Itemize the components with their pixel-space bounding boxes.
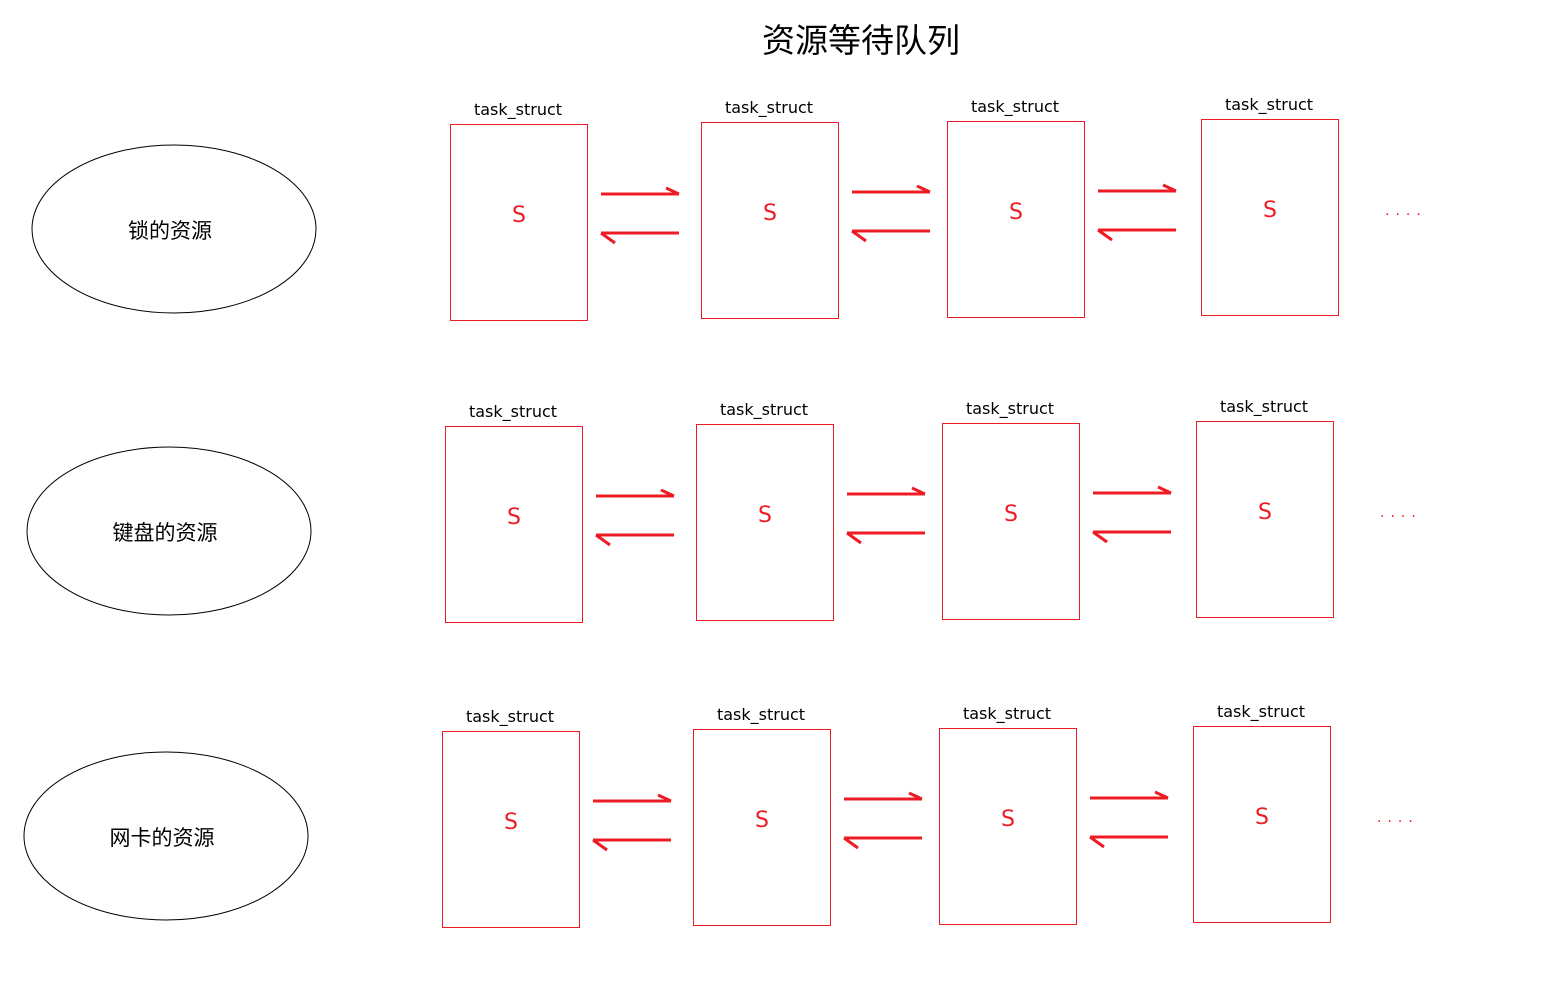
continuation-dots: .... [1380, 505, 1422, 521]
node-content: S [1004, 502, 1018, 527]
node-content: S [1009, 200, 1023, 225]
task-struct-node: S [693, 729, 831, 926]
task-struct-node: S [942, 423, 1080, 620]
bidirectional-link-arrows [600, 186, 680, 245]
node-content: S [755, 808, 769, 833]
task-struct-label: task_struct [719, 400, 809, 419]
task-struct-node: S [1193, 726, 1331, 923]
node-content: S [758, 503, 772, 528]
task-struct-node: S [1201, 119, 1339, 316]
next-arrow [596, 488, 675, 498]
prev-arrow [1092, 530, 1171, 544]
task-struct-label: task_struct [716, 705, 806, 724]
next-arrow [844, 791, 923, 801]
next-arrow [1098, 183, 1177, 193]
node-content: S [1258, 500, 1272, 525]
task-struct-label: task_struct [1216, 702, 1306, 721]
next-arrow [1093, 485, 1172, 495]
task-struct-label: task_struct [468, 402, 558, 421]
prev-arrow [1089, 835, 1168, 849]
task-struct-label: task_struct [965, 399, 1055, 418]
prev-arrow [1097, 228, 1176, 242]
bidirectional-link-arrows [846, 486, 926, 545]
resource-ellipse [26, 446, 312, 616]
resource-ellipse [23, 751, 309, 921]
node-content: S [512, 203, 526, 228]
prev-arrow [851, 229, 930, 243]
resource-label: 锁的资源 [128, 219, 212, 243]
resource-label: 键盘的资源 [112, 521, 218, 545]
task-struct-label: task_struct [970, 97, 1060, 116]
node-content: S [763, 201, 777, 226]
prev-arrow [592, 838, 671, 852]
task-struct-node: S [947, 121, 1085, 318]
bidirectional-link-arrows [1092, 485, 1172, 544]
node-content: S [1001, 807, 1015, 832]
task-struct-node: S [939, 728, 1077, 925]
prev-arrow [843, 836, 922, 850]
task-struct-node: S [450, 124, 588, 321]
task-struct-label: task_struct [1224, 95, 1314, 114]
node-content: S [504, 810, 518, 835]
task-struct-label: task_struct [962, 704, 1052, 723]
bidirectional-link-arrows [851, 184, 931, 243]
bidirectional-link-arrows [843, 791, 923, 850]
task-struct-node: S [701, 122, 839, 319]
task-struct-label: task_struct [1219, 397, 1309, 416]
task-struct-label: task_struct [473, 100, 563, 119]
node-content: S [1263, 198, 1277, 223]
task-struct-node: S [445, 426, 583, 623]
prev-arrow [846, 531, 925, 545]
task-struct-node: S [442, 731, 580, 928]
bidirectional-link-arrows [1089, 790, 1169, 849]
resource-label: 网卡的资源 [109, 826, 215, 850]
next-arrow [852, 184, 931, 194]
task-struct-label: task_struct [724, 98, 814, 117]
node-content: S [507, 505, 521, 530]
next-arrow [847, 486, 926, 496]
prev-arrow [600, 231, 679, 245]
task-struct-node: S [696, 424, 834, 621]
diagram-title: 资源等待队列 [762, 21, 960, 60]
node-content: S [1255, 805, 1269, 830]
next-arrow [1090, 790, 1169, 800]
continuation-dots: .... [1377, 810, 1419, 826]
bidirectional-link-arrows [592, 793, 672, 852]
bidirectional-link-arrows [1097, 183, 1177, 242]
task-struct-label: task_struct [465, 707, 555, 726]
resource-ellipse [31, 144, 317, 314]
continuation-dots: .... [1385, 203, 1427, 219]
next-arrow [593, 793, 672, 803]
next-arrow [601, 186, 680, 196]
bidirectional-link-arrows [595, 488, 675, 547]
task-struct-node: S [1196, 421, 1334, 618]
prev-arrow [595, 533, 674, 547]
